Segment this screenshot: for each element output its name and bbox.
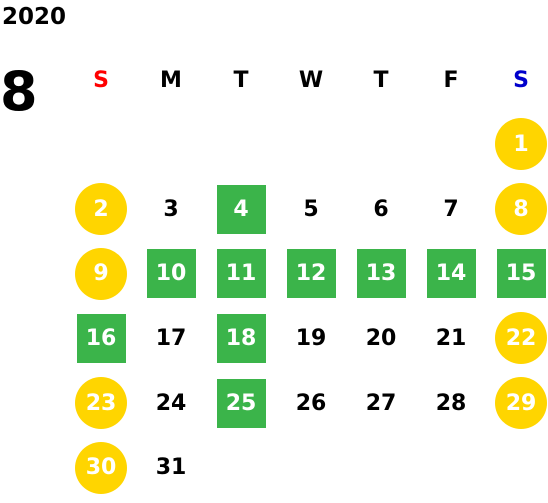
empty-day-cell	[206, 112, 276, 177]
day-cell: 23	[66, 371, 136, 436]
weekday-header-mon: M	[160, 67, 182, 93]
day-cell: 11	[206, 241, 276, 306]
day-cell: 31	[136, 435, 206, 500]
day-number: 10	[146, 249, 196, 299]
day-number: 30	[75, 441, 127, 494]
day-number: 12	[286, 249, 336, 299]
day-number: 31	[155, 455, 187, 481]
day-cell: 15	[486, 241, 548, 306]
day-number: 17	[155, 325, 187, 351]
day-number: 14	[426, 249, 476, 299]
day-number: 6	[373, 196, 389, 222]
day-number: 4	[216, 184, 266, 234]
day-number: 5	[303, 196, 319, 222]
day-cell: 21	[416, 306, 486, 371]
day-cell: 24	[136, 371, 206, 436]
day-cell: 13	[346, 241, 416, 306]
day-cell: 7	[416, 177, 486, 242]
year-label: 2020	[2, 4, 67, 30]
empty-day-cell	[416, 435, 486, 500]
day-number: 2	[75, 183, 127, 236]
day-cell: 3	[136, 177, 206, 242]
weekday-header-thu: T	[373, 67, 389, 93]
empty-day-cell	[206, 435, 276, 500]
empty-day-cell	[486, 435, 548, 500]
day-cell: 27	[346, 371, 416, 436]
empty-day-cell	[276, 112, 346, 177]
day-cell: 6	[346, 177, 416, 242]
day-number: 20	[365, 325, 397, 351]
day-number: 9	[75, 247, 127, 300]
day-number: 8	[495, 183, 547, 236]
day-number: 26	[295, 390, 327, 416]
day-cell: 20	[346, 306, 416, 371]
day-cell: 25	[206, 371, 276, 436]
day-cell: 5	[276, 177, 346, 242]
day-number: 19	[295, 325, 327, 351]
day-cell: 10	[136, 241, 206, 306]
day-number: 23	[75, 377, 127, 430]
day-number: 21	[435, 325, 467, 351]
day-cell: 9	[66, 241, 136, 306]
day-cell: 16	[66, 306, 136, 371]
weekday-header-sun: S	[93, 67, 109, 93]
day-number: 1	[495, 118, 547, 171]
day-cell: 26	[276, 371, 346, 436]
day-cell: 4	[206, 177, 276, 242]
empty-day-cell	[136, 112, 206, 177]
day-cell: 12	[276, 241, 346, 306]
empty-day-cell	[416, 112, 486, 177]
day-number: 16	[76, 313, 126, 363]
day-number: 18	[216, 313, 266, 363]
weekday-header-tue: T	[233, 67, 249, 93]
weekday-header-wed: W	[298, 67, 324, 93]
day-number: 15	[496, 249, 546, 299]
day-number: 13	[356, 249, 406, 299]
weekday-header-fri: F	[443, 67, 459, 93]
day-number: 28	[435, 390, 467, 416]
day-cell: 8	[486, 177, 548, 242]
day-cell: 19	[276, 306, 346, 371]
day-cell: 1	[486, 112, 548, 177]
day-number: 29	[495, 377, 547, 430]
day-cell: 22	[486, 306, 548, 371]
day-cell: 17	[136, 306, 206, 371]
day-cell: 29	[486, 371, 548, 436]
day-cell: 18	[206, 306, 276, 371]
day-number: 22	[495, 312, 547, 365]
weekday-header-sat: S	[513, 67, 529, 93]
day-number: 24	[155, 390, 187, 416]
day-number: 3	[163, 196, 179, 222]
empty-day-cell	[346, 112, 416, 177]
empty-day-cell	[66, 112, 136, 177]
day-number: 25	[216, 378, 266, 428]
day-cell: 2	[66, 177, 136, 242]
day-cell: 28	[416, 371, 486, 436]
day-number: 11	[216, 249, 266, 299]
month-label: 8	[0, 60, 38, 123]
empty-day-cell	[346, 435, 416, 500]
day-number: 27	[365, 390, 397, 416]
empty-day-cell	[276, 435, 346, 500]
day-cell: 14	[416, 241, 486, 306]
day-cell: 30	[66, 435, 136, 500]
day-number: 7	[443, 196, 459, 222]
